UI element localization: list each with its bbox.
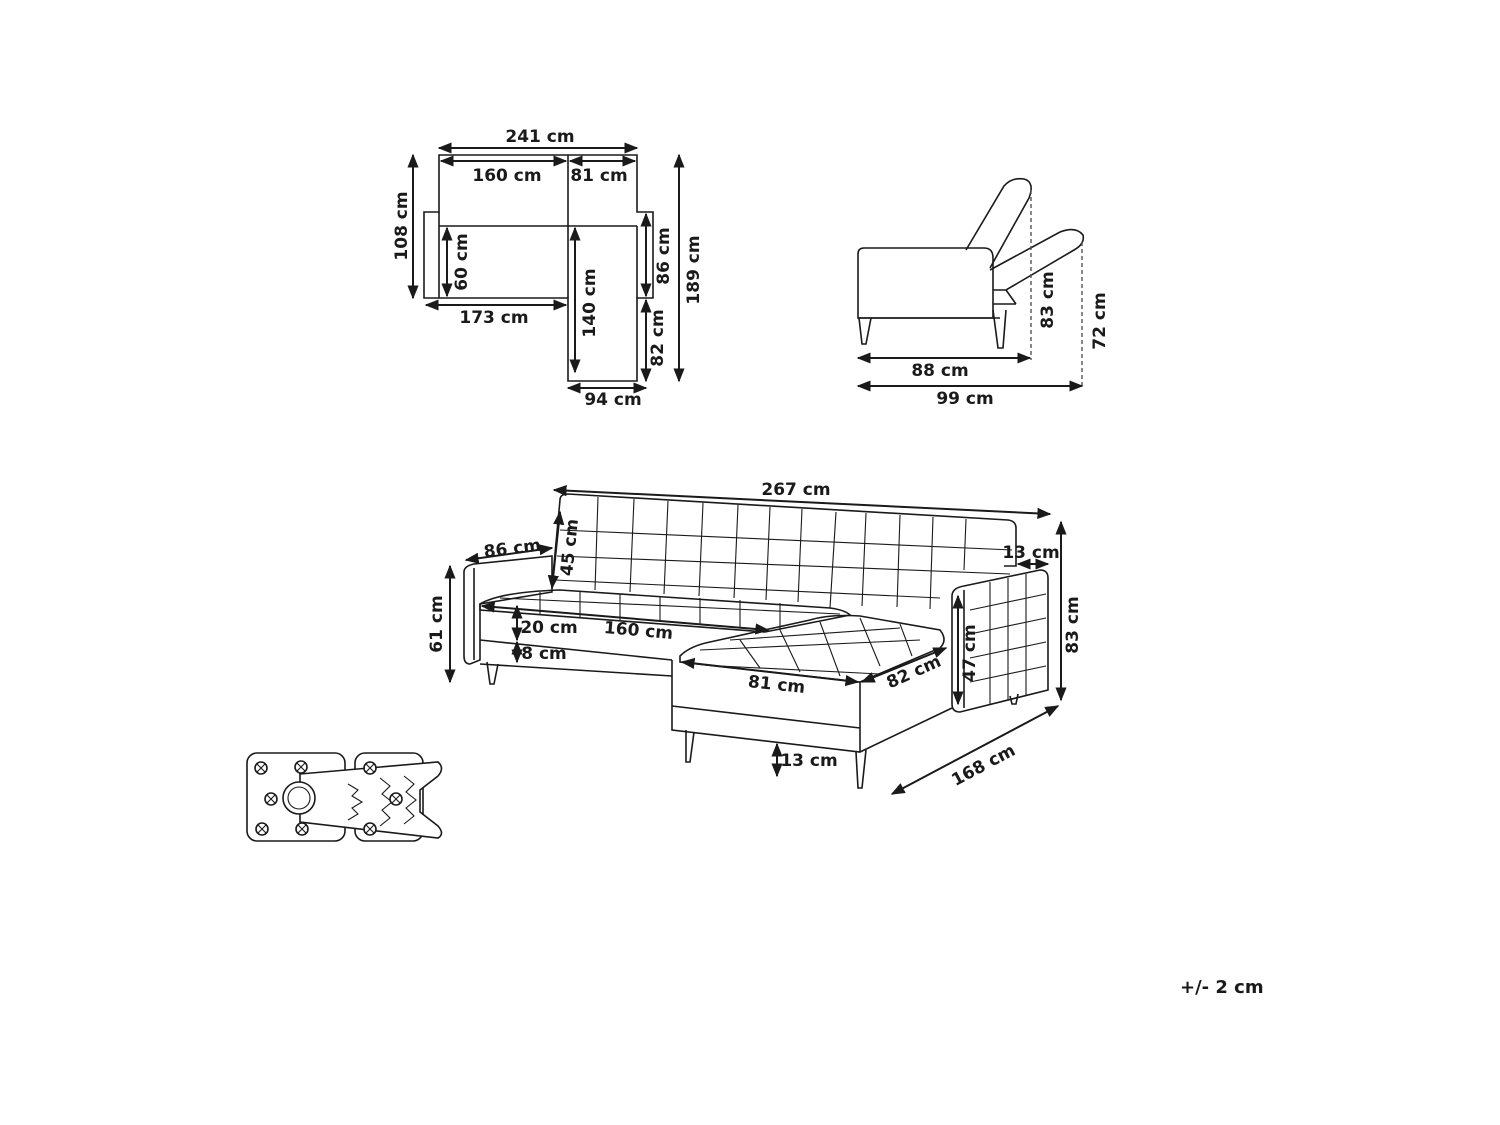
- label-13-leg: 13 cm: [780, 751, 837, 771]
- dim-line-160-seat: [480, 601, 770, 635]
- label-47: 47 cm: [960, 624, 980, 681]
- side-view: 83 cm 72 cm 88 cm 99 cm: [856, 177, 1110, 409]
- perspective-view: 267 cm 86 cm 45 cm 13 cm 61 cm 20 cm 160…: [427, 480, 1083, 795]
- connector-bracket-detail: [246, 752, 443, 842]
- label-86: 86 cm: [654, 227, 674, 284]
- top-view-outline: [423, 154, 654, 382]
- tolerance-note: +/- 2 cm: [1180, 977, 1264, 998]
- label-side-88: 88 cm: [911, 361, 968, 381]
- label-side-83: 83 cm: [1038, 271, 1058, 328]
- label-108: 108 cm: [392, 191, 412, 260]
- label-side-72: 72 cm: [1090, 292, 1110, 349]
- label-13-arm: 13 cm: [1002, 543, 1059, 563]
- dim-line-81-chaise: [680, 657, 860, 687]
- label-83-total: 83 cm: [1063, 596, 1083, 653]
- label-160: 160 cm: [472, 166, 541, 186]
- label-side-99: 99 cm: [936, 389, 993, 409]
- label-241: 241 cm: [505, 127, 574, 147]
- label-82: 82 cm: [648, 309, 668, 366]
- perspective-sofa-outline: [463, 493, 1049, 789]
- side-view-outline: [857, 177, 1085, 388]
- label-82-chaise: 82 cm: [884, 652, 945, 694]
- label-61: 61 cm: [427, 595, 447, 652]
- label-140: 140 cm: [580, 268, 600, 337]
- screw-icons: [254, 760, 403, 836]
- label-8: 8 cm: [521, 644, 567, 664]
- label-60: 60 cm: [452, 233, 472, 290]
- dim-line-168: [890, 705, 1060, 795]
- label-45: 45 cm: [557, 518, 583, 577]
- dim-line-86-arm: [464, 544, 554, 564]
- top-view: 241 cm 160 cm 81 cm 108 cm 60 cm 173 cm …: [392, 127, 704, 410]
- dim-line-267: [552, 485, 1052, 519]
- label-81: 81 cm: [570, 166, 627, 186]
- label-189: 189 cm: [684, 235, 704, 304]
- dim-line-45: [547, 510, 565, 590]
- dim-line-82-chaise: [860, 647, 948, 683]
- label-168: 168 cm: [948, 741, 1018, 791]
- label-20: 20 cm: [520, 618, 577, 638]
- label-173: 173 cm: [459, 308, 528, 328]
- label-267: 267 cm: [761, 480, 830, 500]
- label-94: 94 cm: [584, 390, 641, 410]
